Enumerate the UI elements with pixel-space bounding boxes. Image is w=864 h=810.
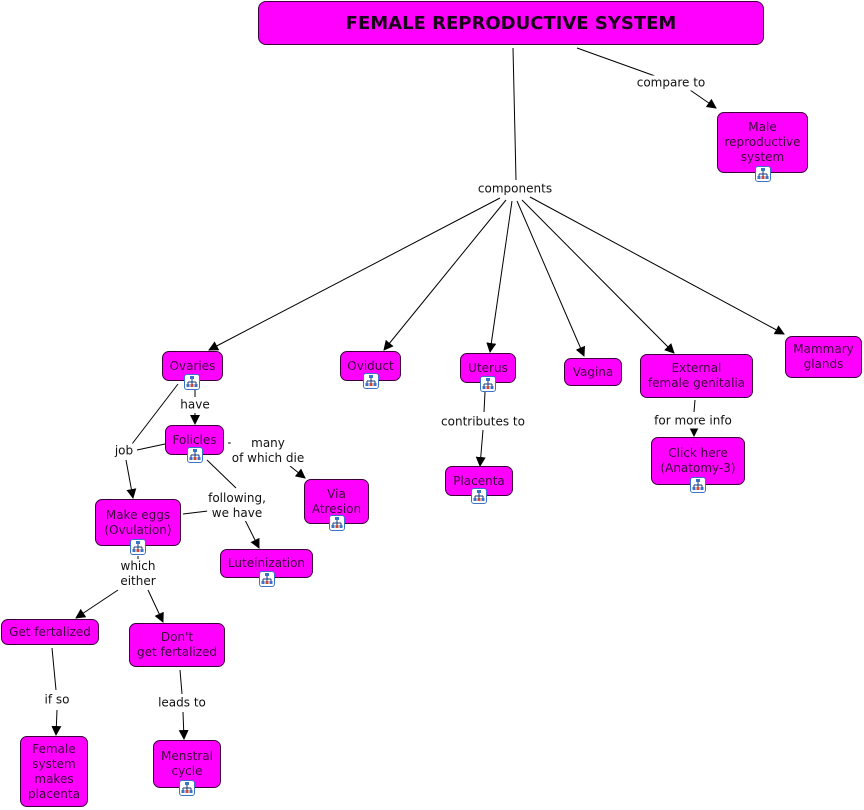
arrow-many-atresion [289,465,306,479]
link-label-for-more-info: for more info [653,413,733,429]
node-dontfert[interactable]: Don't get fertalized [129,623,225,667]
node-folicles[interactable]: Folicles [165,425,224,455]
line-external-moreinfo [693,399,696,413]
link-label-if-so: if so [43,692,71,708]
arrow-which-getfert [75,589,119,619]
arrow-components-external [521,199,675,354]
arrow-contributes-placenta [475,429,486,467]
node-external[interactable]: External female genitalia [640,354,753,398]
link-label-components: components [476,181,554,197]
submap-icon[interactable] [690,477,706,493]
arrow-components-ovaries [208,197,501,351]
submap-icon[interactable] [179,780,195,796]
link-label-compare-to: compare to [635,75,707,91]
node-root[interactable]: FEMALE REPRODUCTIVE SYSTEM [258,1,764,45]
arrow-leads-menstral [178,711,189,740]
node-lutein[interactable]: Luteinization [220,549,313,578]
line-root-components [512,47,517,181]
line-folicles-following [206,459,237,489]
submap-icon[interactable] [755,166,771,182]
line-eggs-following [182,510,209,515]
node-atresion[interactable]: Via Atresion [304,479,369,524]
arrow-components-uterus [486,200,513,353]
link-label-have: have [179,397,211,413]
line-root-compare [576,47,656,77]
arrow-compare-male [689,89,717,109]
link-label-which-either: which either [119,559,157,589]
arrow-following-lutein [244,519,260,549]
node-ovaries[interactable]: Ovaries [162,351,223,381]
line-uterus-contributes [483,391,486,413]
line-dontfert-leads [179,669,183,695]
submap-icon[interactable] [259,571,275,587]
submap-icon[interactable] [471,488,487,504]
node-mammary[interactable]: Mammary glands [785,336,862,378]
link-label-leads-to: leads to [157,695,207,711]
submap-icon[interactable] [363,373,379,389]
arrow-components-mammary [529,196,785,335]
arrow-components-oviduct [383,199,507,351]
link-label-job: job [113,443,135,459]
line-ovaries-job [131,383,179,445]
link-label-following: following, we have [207,491,267,521]
submap-icon[interactable] [480,376,496,392]
link-label-many: many of which die [230,436,306,466]
link-label-contributes-to: contributes to [440,414,526,430]
node-male[interactable]: Male reproductive system [717,112,808,173]
node-femplac[interactable]: Female system makes placenta [20,736,88,807]
submap-icon[interactable] [187,447,203,463]
node-eggs[interactable]: Make eggs (Ovulation) [95,499,181,546]
arrow-ifso-femplac [51,709,62,736]
line-folicles-job [136,443,166,451]
arrow-job-eggs [125,459,137,499]
arrow-which-dontfert [147,589,164,623]
submap-icon[interactable] [329,515,345,531]
submap-icon[interactable] [130,539,146,555]
node-getfert[interactable]: Get fertalized [1,619,99,645]
submap-icon[interactable] [184,374,200,390]
arrow-components-vagina [516,200,586,357]
node-placenta[interactable]: Placenta [445,466,513,496]
line-getfert-ifso [51,647,57,691]
node-menstral[interactable]: Menstral cycle [153,740,221,788]
node-vagina[interactable]: Vagina [564,358,622,386]
